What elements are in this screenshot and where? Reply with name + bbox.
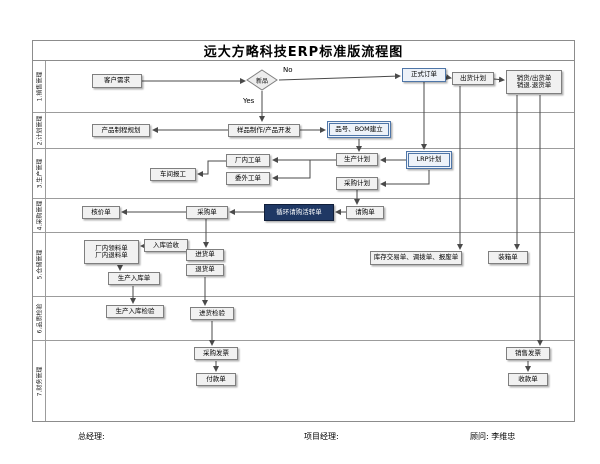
node-factory-material-docs: 厂内领料单 厂内退料单 [84,240,139,264]
lane-label-text: 1.销售管理 [36,71,44,102]
flowchart-frame: 远大方略科技ERP标准版流程图 1.销售管理 2.计划管理 3.生产管理 4.采… [32,40,575,422]
diamond-shape [246,69,278,91]
node-workshop-report: 车间报工 [150,168,196,181]
edge-label-no: No [283,66,293,74]
lane-label-warehouse: 5.仓储管理 [33,233,46,296]
node-label: 品号、BOM建立 [335,124,383,133]
node-label: 生产入库检验 [115,306,155,315]
chart-title: 远大方略科技ERP标准版流程图 [33,41,574,61]
node-inventory-docs: 库存交易单、调拨单、报废单 [370,251,462,265]
node-label: 退货单 [195,265,215,274]
lane-body [46,297,574,340]
node-label: 入库验收 [153,240,179,249]
footer-general-manager: 总经理: [78,432,105,441]
node-label: 销货/出货单 [516,73,552,82]
lane-production: 3.生产管理 [33,149,574,199]
node-label: 核价单 [91,207,111,216]
node-receipt-doc: 进货单 [186,249,224,261]
node-production-plan: 生产计划 [336,153,378,166]
lane-label-text: 3.生产管理 [36,158,44,189]
node-label: 厂内领料单 [95,243,128,252]
lane-quality: 6.品质检验 [33,297,574,341]
node-sample-development: 样品制作/产品开发 [228,124,300,137]
lane-label-production: 3.生产管理 [33,149,46,198]
node-process-planning: 产品制程规划 [92,124,150,137]
lane-label-text: 2.计划管理 [36,115,44,146]
node-cycle-requisition: 循环请购活转单 [264,204,334,221]
node-purchase-plan: 采购计划 [336,177,378,190]
node-bom-setup: 品号、BOM建立 [327,121,391,138]
lane-label-planning: 2.计划管理 [33,113,46,148]
node-label: 收款单 [518,374,538,383]
node-return-doc: 退货单 [186,264,224,276]
node-label: 客户需求 [104,76,130,85]
node-production-inspection: 生产入库检验 [106,305,164,318]
lane-label-finance: 7.财务管理 [33,341,46,421]
lane-label-text: 6.品质检验 [36,303,44,334]
node-label: 样品制作/产品开发 [236,125,292,134]
node-label: 进货检验 [199,308,225,317]
node-label: 库存交易单、调拨单、报废单 [373,253,459,262]
node-label: 进货单 [195,250,215,259]
node-payment-doc: 付款单 [196,373,236,386]
node-label: 车间报工 [160,169,186,178]
node-label: 产品制程规划 [101,125,141,134]
node-label: 委外工单 [235,173,261,182]
node-label: 请购单 [355,207,375,216]
node-formal-order: 正式订单 [402,68,446,82]
lane-finance: 7.财务管理 [33,341,574,421]
node-outsource-work-order: 委外工单 [226,172,270,185]
node-label: 采购单 [197,207,217,216]
lane-label-text: 4.采购管理 [36,200,44,231]
node-requisition: 请购单 [346,206,384,219]
footer-consultant: 顾问: 李维忠 [470,432,516,441]
node-sales-invoice: 销售发票 [506,347,550,360]
node-label: 生产计划 [344,154,370,163]
node-label: 采购发票 [203,348,229,357]
lane-label-sales: 1.销售管理 [33,61,46,112]
node-customer-demand: 客户需求 [92,74,142,88]
node-shipment-plan: 出货计划 [452,72,494,85]
node-label: 厂内工单 [235,155,261,164]
lane-planning: 2.计划管理 [33,113,574,149]
node-lrp-plan: LRP计划 [406,151,452,169]
node-label: 装箱单 [498,252,518,261]
node-production-receipt: 生产入库单 [108,272,160,285]
node-purchase-order: 采购单 [186,206,228,219]
node-label: 生产入库单 [117,273,151,282]
decision-label: 新品 [255,77,268,85]
lane-label-text: 5.仓储管理 [36,249,44,280]
node-purchase-invoice: 采购发票 [194,347,238,360]
lane-sales: 1.销售管理 [33,61,574,113]
node-label: 循环请购活转单 [276,207,322,216]
node-label: 出货计划 [460,73,486,82]
lane-warehouse: 5.仓储管理 [33,233,574,297]
new-product-decision-diamond: 新品 [246,69,278,91]
node-receipt-payment: 收款单 [508,373,548,386]
node-warehouse-acceptance: 入库验收 [144,239,188,252]
edge-label-yes: Yes [243,97,255,105]
node-internal-work-order: 厂内工单 [226,154,270,167]
footer-project-manager: 项目经理: [304,432,339,441]
node-sales-shipping-docs: 销货/出货单 销退.退货单 [506,70,562,94]
lane-purchasing: 4.采购管理 [33,199,574,233]
node-packing-list: 装箱单 [488,251,528,264]
lane-label-text: 7.财务管理 [36,366,44,396]
node-label: 销售发票 [515,348,541,357]
node-label: 厂内退料单 [95,251,128,259]
node-label: 付款单 [206,374,226,383]
node-label: 正式订单 [411,70,437,79]
lane-label-purchasing: 4.采购管理 [33,199,46,232]
node-label: 销退.退货单 [516,81,552,89]
swimlanes: 1.销售管理 2.计划管理 3.生产管理 4.采购管理 5.仓储管理 6.品质检… [33,61,574,421]
node-label: 采购计划 [344,178,370,187]
node-incoming-inspection: 进货检验 [190,307,234,320]
node-price-check: 核价单 [82,206,120,219]
lane-label-quality: 6.品质检验 [33,297,46,340]
node-label: LRP计划 [416,155,442,164]
lane-body [46,341,574,421]
lane-body [46,149,574,198]
